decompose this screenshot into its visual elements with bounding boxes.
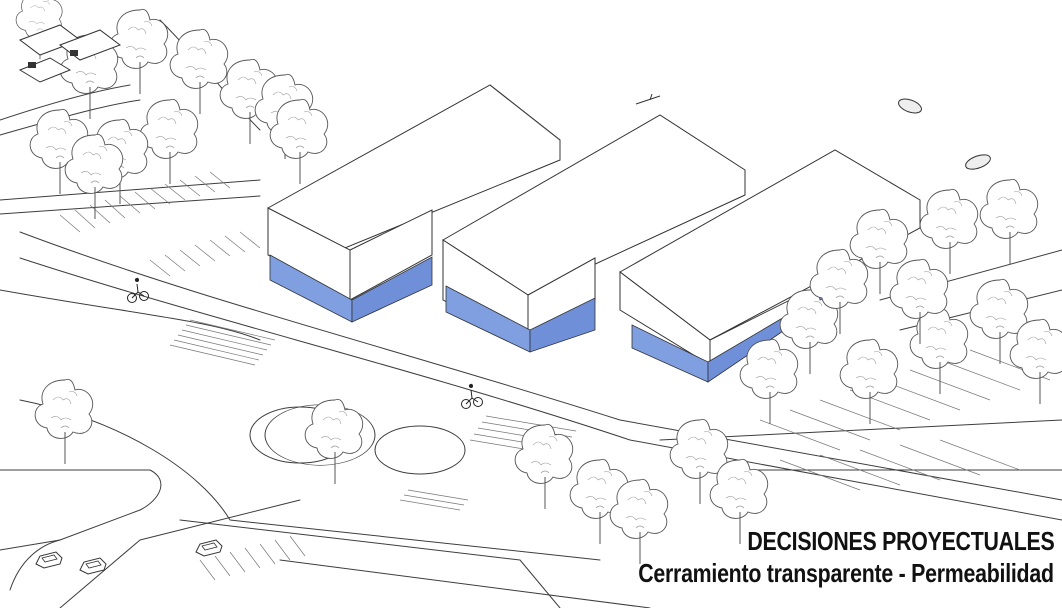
bicycle-icon xyxy=(127,277,149,303)
parking-lots xyxy=(59,171,1051,581)
building-3 xyxy=(619,149,921,383)
caption-title: DECISIONES PROYECTUALES xyxy=(746,526,1054,556)
car-icon xyxy=(35,551,63,569)
car-icon xyxy=(195,539,223,557)
building-1 xyxy=(266,84,561,323)
building-2 xyxy=(442,114,746,353)
bicycle-icon xyxy=(461,383,483,409)
caption-subtitle: Cerramiento transparente - Permeabilidad xyxy=(638,558,1054,588)
crosswalks xyxy=(169,319,577,511)
houses xyxy=(18,24,122,83)
boat-icon xyxy=(635,93,991,170)
